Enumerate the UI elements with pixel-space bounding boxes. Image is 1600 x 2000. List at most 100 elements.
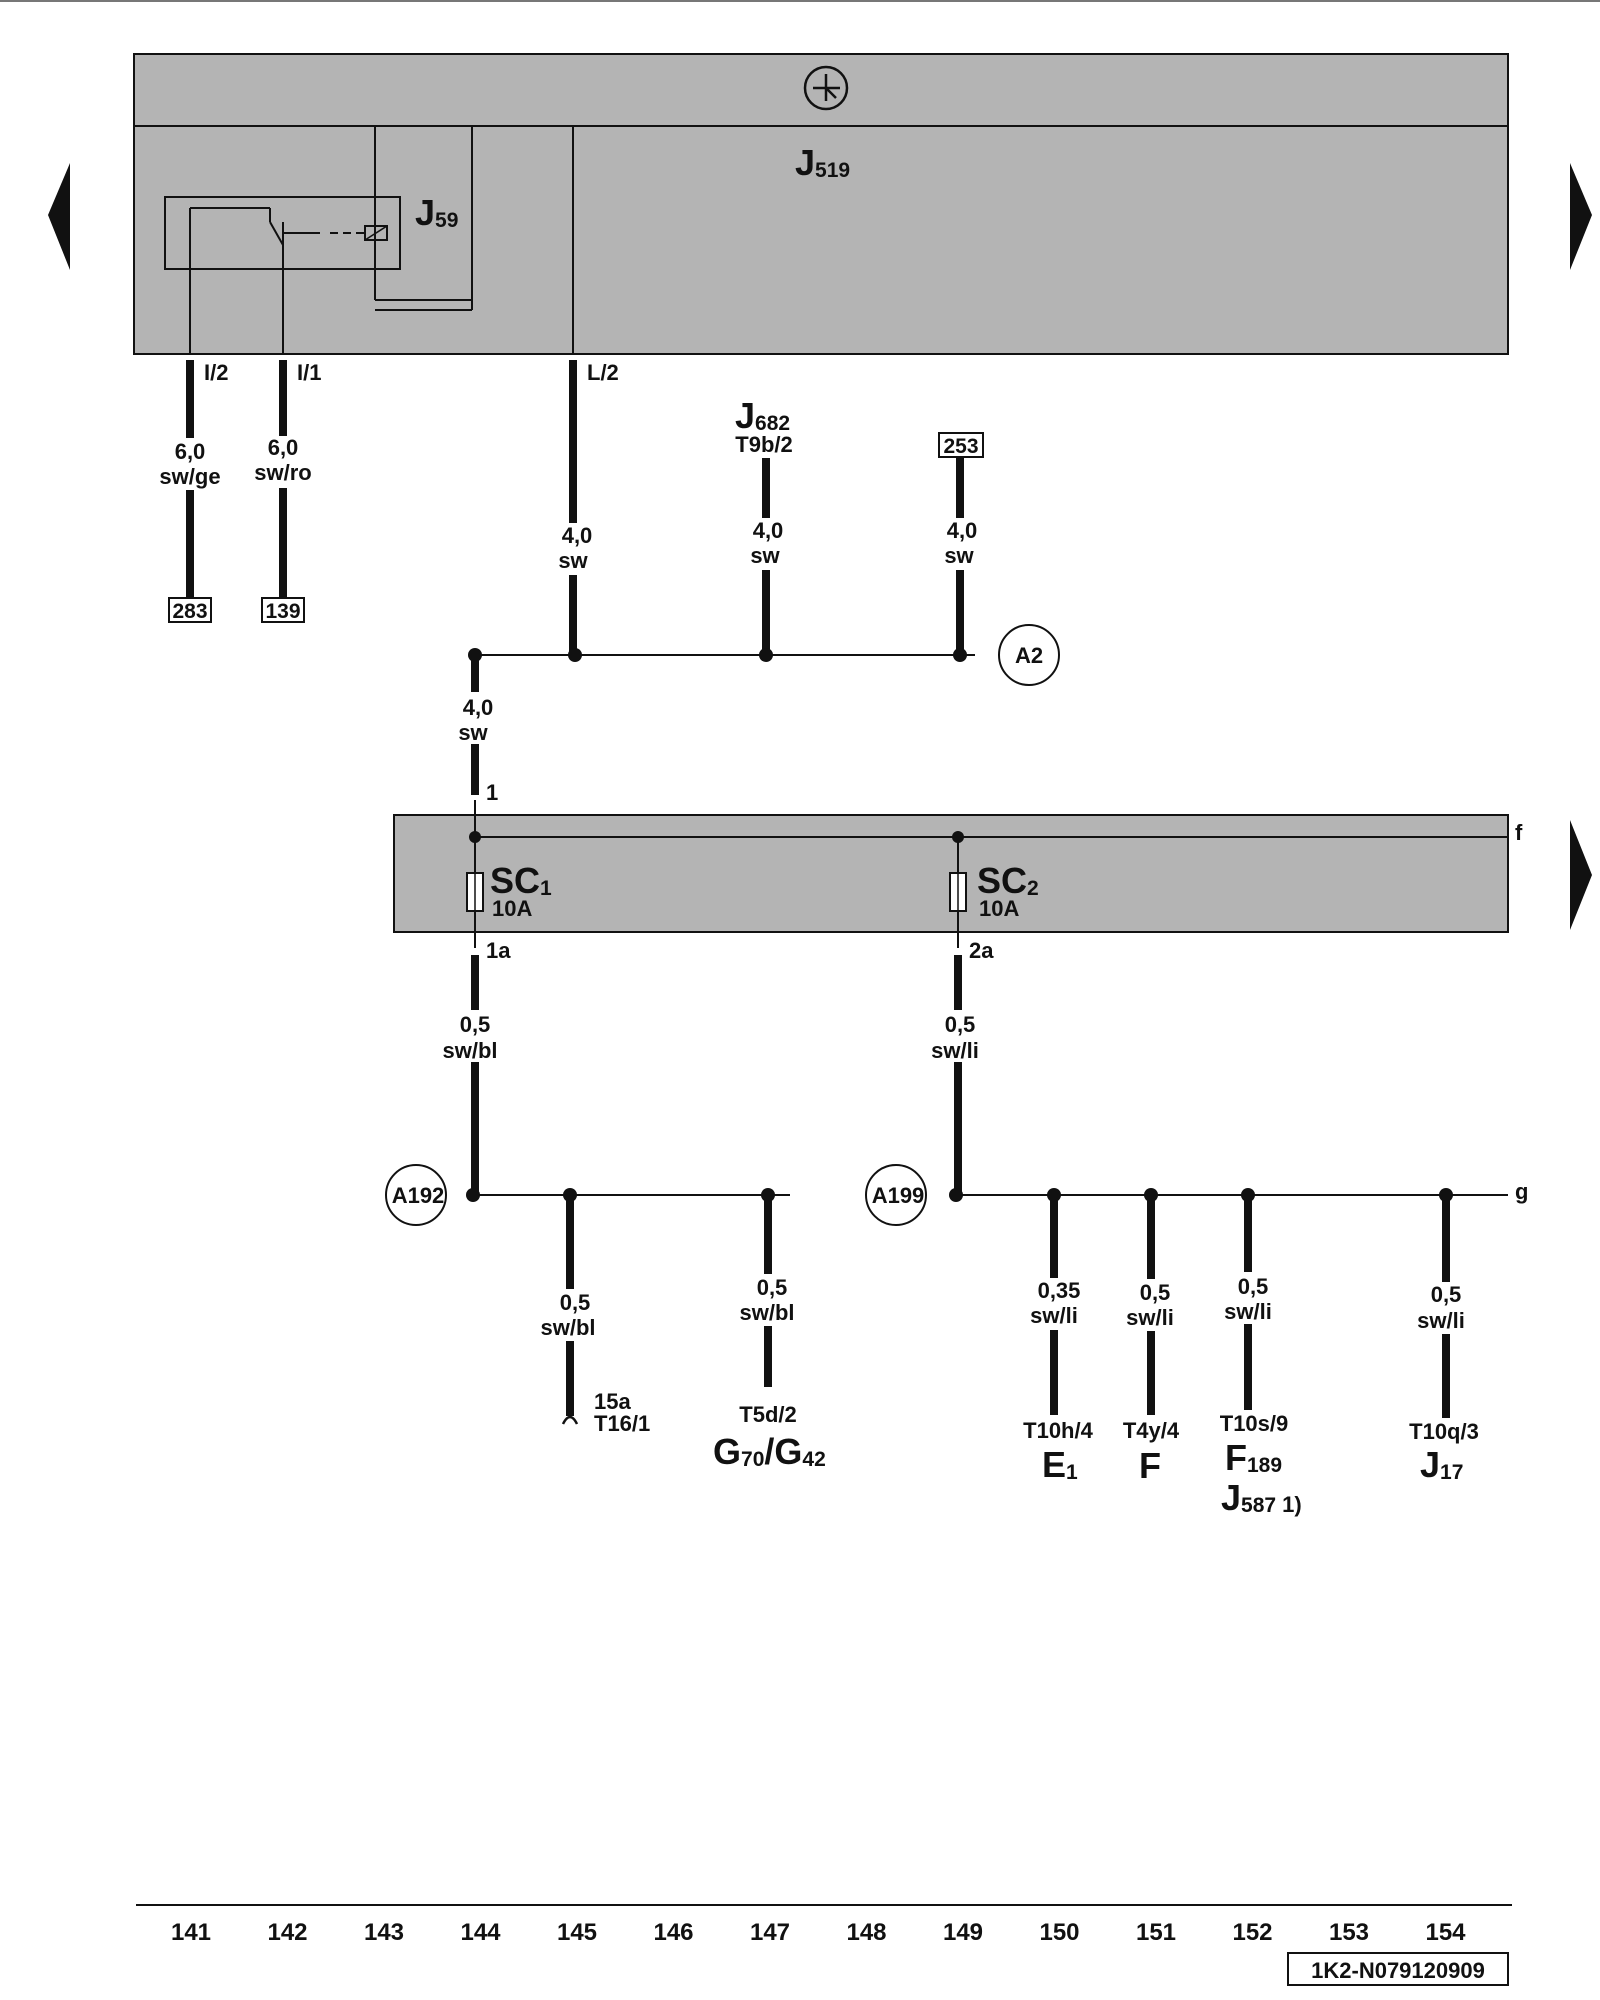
splice-a192-label: A192 [392,1183,445,1208]
ref-box-139[interactable] [261,597,305,623]
fuse-holder: f SC1 10A SC2 10A [393,800,1523,948]
wire-feed-color: sw [458,720,488,745]
fuse-sc2-rating: 10A [979,896,1019,921]
control-unit-j519: J519 [133,53,1509,355]
connector-t5d-2-label: T5d/2 [739,1402,796,1427]
splice-a2-label: A2 [1015,643,1043,668]
component-f189-label: F189 [1225,1437,1282,1478]
pin-1a-label: 1a [486,938,511,963]
wire-g70-color: sw/bl [739,1300,794,1325]
wire-g70-g42: 0,5 sw/bl T5d/2 G70/G42 [713,1195,826,1472]
bus-g-label: g [1515,1179,1528,1204]
wire-j17: 0,5 sw/li T10q/3 J17 [1409,1195,1485,1485]
wire-f-size: 0,5 [1140,1280,1171,1305]
wire-g70-size: 0,5 [757,1275,788,1300]
connector-t10q-3-label: T10q/3 [1409,1419,1479,1444]
column-number-146: 146 [653,1919,693,1946]
wire-i2-color: sw/ge [159,464,220,489]
wire-sc1-size: 0,5 [460,1012,491,1037]
wire-i2-size: 6,0 [175,439,206,464]
column-number-147: 147 [750,1919,790,1946]
wire-sc2-size: 0,5 [945,1012,976,1037]
wire-f189-color: sw/li [1224,1299,1272,1324]
splice-a199-circle[interactable] [865,1164,927,1226]
wire-f: 0,5 sw/li T4y/4 F [1116,1195,1191,1486]
column-number-141: 141 [171,1919,211,1946]
wire-i2: I/2 6,0 sw/ge 283 [150,360,230,623]
pin-i1-label: I/1 [297,360,321,385]
wire-j682-size: 4,0 [753,518,784,543]
splice-bus-a199: A199 g [865,1164,1528,1226]
wire-j682-color: sw [750,543,780,568]
splice-a2-circle[interactable] [998,624,1060,686]
wire-sc1-out: 1a 0,5 sw/bl [440,938,511,1195]
wire-253: 253 4,0 sw [930,432,990,655]
fuse-sc1-label: SC1 [490,860,552,901]
component-f-label: F [1139,1445,1161,1486]
wire-sc1-color: sw/bl [442,1038,497,1063]
j682-connector: T9b/2 [735,432,792,457]
pin-l2-label: L/2 [587,360,619,385]
ref-box-283[interactable] [168,597,212,623]
wire-f189-size: 0,5 [1238,1274,1269,1299]
doc-id-label: 1K2-N079120909 [1311,1958,1485,1983]
column-number-145: 145 [557,1919,597,1946]
column-number-143: 143 [364,1919,404,1946]
wire-e1-color: sw/li [1030,1303,1078,1328]
wire-i1: I/1 6,0 sw/ro 139 [243,360,323,623]
doc-id-box [1287,1952,1509,1986]
wire-i1-color: sw/ro [254,460,311,485]
wire-l2: L/2 4,0 sw [545,360,619,655]
column-number-144: 144 [460,1919,501,1946]
splice-bus-a192: A192 [385,1164,790,1226]
splice-a192-circle[interactable] [385,1164,447,1226]
next-page-arrow-icon[interactable] [1570,163,1592,270]
component-g70-g42-label: G70/G42 [713,1431,826,1472]
column-number-150: 150 [1039,1919,1079,1946]
wire-feed: 4,0 sw 1 [445,655,505,805]
ref-283-label: 283 [172,600,207,623]
fuse-sc1-rating: 10A [492,896,532,921]
ref-139-label: 139 [265,600,300,623]
relay-j59: J59 [164,126,473,311]
wire-j17-color: sw/li [1417,1308,1465,1333]
wire-e1: 0,35 sw/li T10h/4 E1 [1014,1195,1094,1485]
splice-a199-label: A199 [872,1183,925,1208]
wire-sc2-out: 2a 0,5 sw/li [925,938,995,1195]
component-e1-label: E1 [1042,1444,1078,1485]
column-number-148: 148 [846,1919,886,1946]
wire-i1-size: 6,0 [268,435,299,460]
wire-15a-color: sw/bl [540,1315,595,1340]
j519-label: J519 [795,142,850,183]
wire-15a: 0,5 sw/bl 15a T16/1 [535,1195,650,1436]
column-number-153: 153 [1329,1919,1369,1946]
connector-t16-1-label: T16/1 [594,1411,650,1436]
connector-t10h-4-label: T10h/4 [1023,1418,1093,1443]
transistor-symbol-icon [803,65,849,111]
component-j17-label: J17 [1420,1444,1463,1485]
wire-feed-size: 4,0 [463,695,494,720]
wire-f-color: sw/li [1126,1305,1174,1330]
pin-i2-label: I/2 [204,360,228,385]
connector-t4y-4-label: T4y/4 [1123,1418,1180,1443]
column-number-152: 152 [1232,1919,1272,1946]
wire-253-color: sw [944,543,974,568]
terminal-15a-label: 15a [594,1389,631,1414]
prev-page-arrow-icon[interactable] [48,163,70,270]
wire-15a-size: 0,5 [560,1290,591,1315]
j682-label: J682 [735,395,790,436]
wire-253-size: 4,0 [947,518,978,543]
splice-bus-a2: A2 [468,624,1060,686]
column-number-142: 142 [267,1919,307,1946]
connector-t10s-9-label: T10s/9 [1220,1411,1289,1436]
wire-l2-color: sw [558,548,588,573]
column-number-154: 154 [1425,1919,1466,1946]
fuse-sc2-label: SC2 [977,860,1039,901]
ref-253-label: 253 [943,435,978,458]
wire-e1-size: 0,35 [1038,1278,1081,1303]
next-page-arrow-lower-icon[interactable] [1570,820,1592,930]
